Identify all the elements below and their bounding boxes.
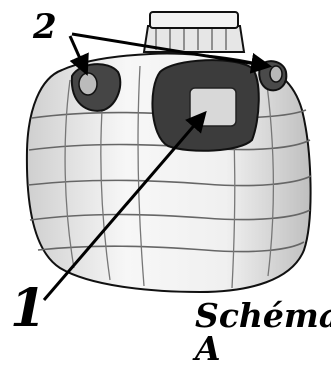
left-fitting-port	[79, 73, 97, 95]
right-fitting-port	[270, 66, 282, 82]
callout-2: 2	[33, 10, 57, 44]
callout-1: 1	[10, 283, 46, 335]
tank-lid	[150, 12, 238, 28]
diagram-caption: Schéma A	[193, 299, 331, 365]
